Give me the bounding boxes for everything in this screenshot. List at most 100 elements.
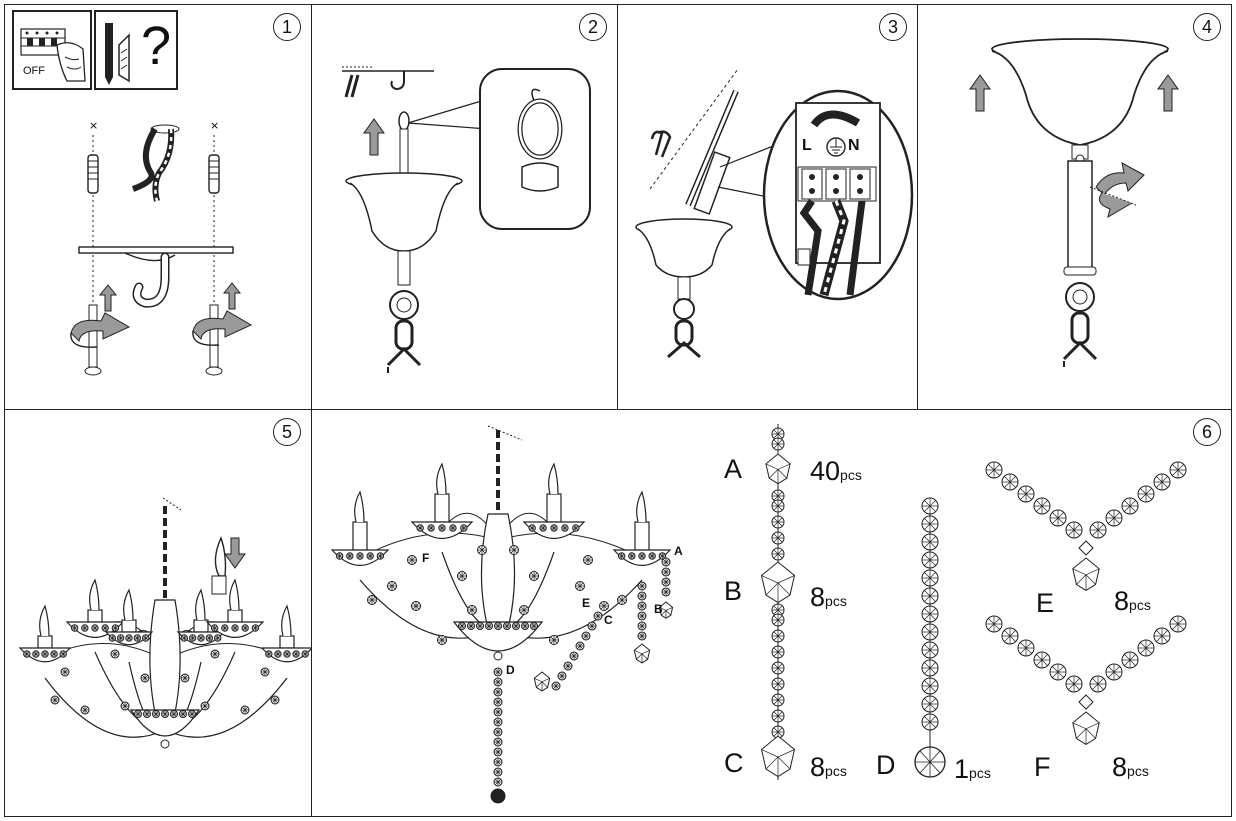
crystal-bead — [921, 497, 939, 515]
assembly-label-f: F — [422, 551, 430, 565]
rotate-arrow-icon — [70, 304, 253, 376]
crystal-bead — [771, 693, 785, 707]
svg-text:×: × — [89, 119, 98, 132]
crystal-bead — [539, 524, 547, 532]
candle — [37, 604, 53, 649]
crystal-bead — [493, 667, 503, 677]
chain-icon — [386, 290, 422, 373]
crystal-bead — [1105, 509, 1123, 527]
svg-text:×: × — [210, 119, 219, 132]
crystal-bead — [583, 555, 593, 565]
up-arrow-icon — [224, 537, 246, 569]
crystal-bead — [221, 624, 229, 632]
crystal-bead — [557, 671, 567, 681]
crystal-bead — [1033, 651, 1051, 669]
crystal-bead — [512, 622, 520, 630]
assembly-label-b: B — [654, 602, 663, 616]
crystal-bead — [771, 547, 785, 561]
crystal-bead — [1089, 521, 1107, 539]
candle — [279, 604, 295, 649]
crystal-bead — [637, 631, 647, 641]
crystal-diamond — [1078, 694, 1094, 710]
crystal-bead — [493, 747, 503, 757]
crystal-bead — [241, 624, 249, 632]
crystal-ball — [490, 788, 506, 804]
crystal-bead — [771, 499, 785, 513]
crystal-bead — [921, 515, 939, 533]
assembly-label-d: D — [506, 663, 515, 677]
crystal-bead — [1137, 485, 1155, 503]
crystal-bead — [1089, 675, 1107, 693]
crystal-ball — [914, 746, 946, 778]
crystal-bead — [346, 552, 354, 560]
crystal-bead — [503, 622, 511, 630]
qty-count: 40 — [810, 456, 841, 486]
crystal-bead — [637, 601, 647, 611]
crystal-bead — [493, 687, 503, 697]
crystal-bead — [1049, 663, 1067, 681]
terminal-block-icon — [693, 151, 731, 215]
part-qty-b: 8pcs — [810, 582, 847, 613]
part-letter-d: D — [876, 750, 896, 780]
step-number: 1 — [273, 13, 301, 41]
crystal-bead — [152, 710, 160, 718]
crystal-bead — [493, 717, 503, 727]
chandelier-arm — [44, 677, 166, 738]
screw-icon: × × — [87, 119, 220, 305]
crystal-bead — [110, 649, 120, 659]
crystal-bead — [485, 622, 493, 630]
step-1-panel: 1 × — [4, 4, 312, 410]
crystal-bead — [985, 461, 1003, 479]
crystal-bead — [101, 624, 109, 632]
crystal-bead — [231, 624, 239, 632]
crystal-bead — [771, 629, 785, 643]
crystal-bead — [771, 725, 785, 739]
candle — [634, 490, 650, 551]
part-letter-b: B — [724, 576, 743, 606]
crystal-bead — [366, 552, 374, 560]
crystal-bead — [637, 621, 647, 631]
part-letter-c: C — [724, 748, 744, 778]
crystal-bead — [170, 710, 178, 718]
crystal-bead — [637, 581, 647, 591]
part-letter-a: A — [724, 454, 743, 484]
crystal-bead — [270, 695, 280, 705]
crystal-bead — [661, 567, 671, 577]
chandelier-arm — [164, 677, 288, 738]
rotate-arrow-icon — [1089, 162, 1145, 219]
chandelier-column — [480, 513, 516, 637]
crystal-bead — [438, 524, 446, 532]
crystal-bead — [214, 634, 222, 642]
crystal-bead — [1153, 627, 1171, 645]
crystal-bead — [32, 650, 40, 658]
crystal-bead — [292, 650, 300, 658]
part-qty-a: 40pcs — [810, 456, 862, 487]
crystal-bead — [188, 710, 196, 718]
crystal-bead — [550, 524, 558, 532]
qty-unit: pcs — [825, 763, 847, 779]
crystal-bead — [1105, 663, 1123, 681]
crystal-pendant-icon — [1072, 557, 1100, 591]
qty-count: 8 — [810, 582, 826, 612]
crystal-bead — [467, 605, 477, 615]
bead-chain-icon — [760, 424, 1187, 780]
crystal-bead — [921, 623, 939, 641]
crystal-bead — [134, 710, 142, 718]
ground-symbol-icon — [826, 137, 846, 157]
crystal-bead — [921, 677, 939, 695]
crystal-bead — [549, 635, 559, 645]
canopy-icon — [991, 38, 1169, 276]
crystal-bead — [921, 641, 939, 659]
crystal-bead — [116, 634, 125, 642]
part-qty-e: 8pcs — [1114, 586, 1151, 617]
crystal-bead — [561, 524, 569, 532]
crystal-bead — [140, 673, 150, 683]
chandelier-icon — [18, 578, 311, 749]
crystal-bead — [50, 695, 60, 705]
crystal-bead — [493, 777, 503, 787]
crystal-bead — [637, 591, 647, 601]
step-4-panel: 4 — [917, 4, 1232, 410]
crystal-pendant-icon — [760, 561, 796, 604]
crystal-bead — [200, 701, 210, 711]
crystal-bead — [416, 524, 424, 532]
